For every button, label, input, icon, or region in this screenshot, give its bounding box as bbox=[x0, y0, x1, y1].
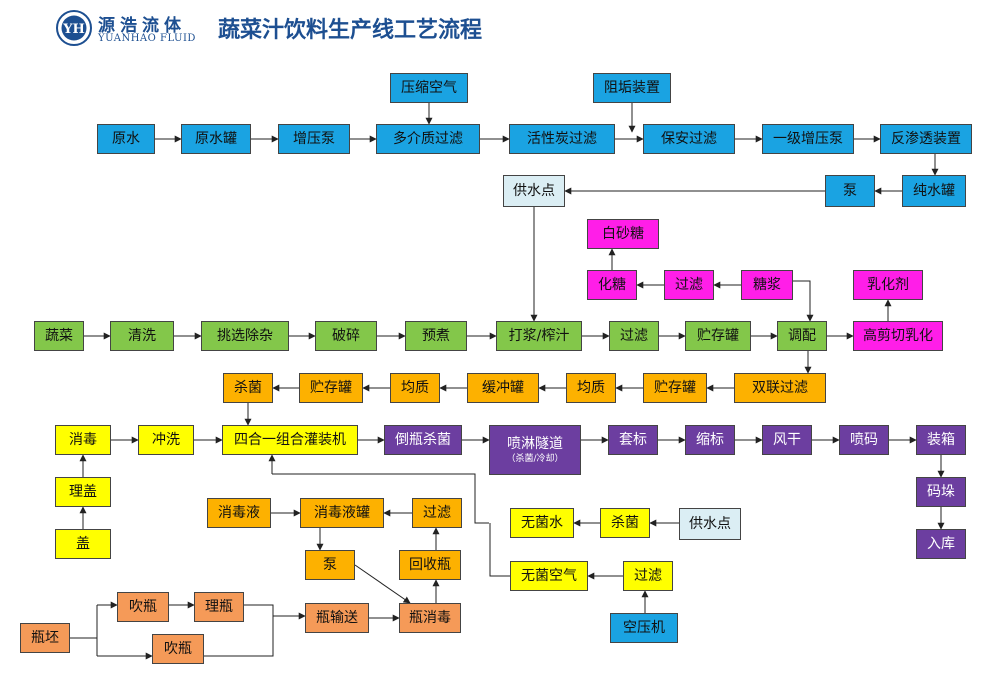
flow-line bbox=[489, 523, 510, 577]
node-sorting: 挑选除杂 bbox=[201, 321, 289, 351]
node-white-sugar: 白砂糖 bbox=[587, 219, 659, 249]
node-booster-pump: 增压泵 bbox=[278, 124, 350, 154]
flow-arrow bbox=[793, 280, 814, 322]
node-supply-point: 供水点 bbox=[503, 175, 565, 207]
node-palletizing: 码垛 bbox=[916, 477, 966, 507]
logo-subtitle: YUANHAO FLUID bbox=[98, 33, 196, 44]
node-crushing: 破碎 bbox=[315, 321, 377, 351]
node-sugar-melting: 化糖 bbox=[587, 270, 637, 300]
node-recycle-bottle: 回收瓶 bbox=[399, 550, 461, 580]
node-water-pump: 泵 bbox=[825, 175, 875, 207]
node-sugar-filter: 过滤 bbox=[664, 270, 714, 300]
node-warehouse: 入库 bbox=[916, 529, 966, 559]
node-air-filter: 过滤 bbox=[623, 561, 673, 591]
node-bottle-sorting: 理瓶 bbox=[194, 592, 244, 622]
node-syrup: 糖浆 bbox=[741, 270, 793, 300]
node-disinfectant: 消毒液 bbox=[207, 498, 271, 528]
node-air-dry: 风干 bbox=[762, 425, 812, 455]
node-preform: 瓶坯 bbox=[20, 623, 70, 653]
node-sterile-water: 无菌水 bbox=[510, 508, 574, 538]
node-duplex-filter: 双联过滤 bbox=[734, 373, 826, 403]
node-raw-water: 原水 bbox=[97, 124, 155, 154]
node-invert-sterilize: 倒瓶杀菌 bbox=[384, 425, 462, 455]
node-disinfect-pump: 泵 bbox=[305, 550, 355, 580]
page-title: 蔬菜汁饮料生产线工艺流程 bbox=[218, 18, 483, 43]
node-cap-sorting: 理盖 bbox=[55, 477, 111, 507]
node-blow-bottle-1: 吹瓶 bbox=[117, 592, 169, 622]
flow-arrow bbox=[354, 564, 411, 604]
node-homogenize-2: 均质 bbox=[566, 373, 616, 403]
logo-mark-icon: YH bbox=[56, 10, 92, 46]
node-blow-bottle-2: 吹瓶 bbox=[152, 634, 204, 664]
company-logo: YH 源浩流体 YUANHAO FLUID bbox=[54, 10, 204, 46]
node-ro-unit: 反渗透装置 bbox=[880, 124, 972, 154]
node-scale-inhibitor: 阻垢装置 bbox=[593, 73, 671, 103]
node-juice-filter: 过滤 bbox=[609, 321, 659, 351]
node-sterilize-2: 杀菌 bbox=[600, 508, 650, 538]
logo-mark-letters: YH bbox=[62, 22, 85, 37]
node-sleeve-label: 套标 bbox=[608, 425, 658, 455]
node-precooking: 预煮 bbox=[405, 321, 467, 351]
node-disinfectant-tank: 消毒液罐 bbox=[300, 498, 384, 528]
node-rinse: 冲洗 bbox=[138, 425, 194, 455]
logo-text: 源浩流体 bbox=[98, 16, 186, 36]
node-disinfect-cap: 消毒 bbox=[55, 425, 111, 455]
node-coding: 喷码 bbox=[839, 425, 889, 455]
node-supply-point-2: 供水点 bbox=[679, 508, 741, 540]
spray-tunnel-note: （杀菌/冷却） bbox=[506, 453, 564, 464]
node-boxing: 装箱 bbox=[916, 425, 966, 455]
node-spray-tunnel: 喷淋隧道 （杀菌/冷却） bbox=[489, 425, 581, 475]
node-juice-storage: 贮存罐 bbox=[685, 321, 751, 351]
node-recycle-filter: 过滤 bbox=[412, 498, 462, 528]
node-storage-2: 贮存罐 bbox=[299, 373, 363, 403]
node-security-filter: 保安过滤 bbox=[643, 124, 735, 154]
node-stage1-pump: 一级增压泵 bbox=[762, 124, 854, 154]
flow-line bbox=[204, 604, 274, 657]
node-shrink-label: 缩标 bbox=[685, 425, 735, 455]
node-sterile-air: 无菌空气 bbox=[510, 561, 588, 591]
node-bottle-conveying: 瓶输送 bbox=[305, 603, 369, 633]
node-compressed-air: 压缩空气 bbox=[390, 73, 468, 103]
node-homogenize-1: 均质 bbox=[390, 373, 440, 403]
node-storage-3: 贮存罐 bbox=[643, 373, 707, 403]
node-raw-water-tank: 原水罐 bbox=[181, 124, 251, 154]
node-emulsifier: 乳化剂 bbox=[853, 270, 923, 300]
node-high-shear-emulsifier: 高剪切乳化 bbox=[853, 321, 943, 351]
node-sterilize-1: 杀菌 bbox=[223, 373, 273, 403]
node-air-compressor: 空压机 bbox=[610, 613, 678, 643]
node-pulping: 打浆/榨汁 bbox=[496, 321, 582, 351]
node-multimedia-filter: 多介质过滤 bbox=[376, 124, 480, 154]
node-buffer-tank: 缓冲罐 bbox=[467, 373, 539, 403]
spray-tunnel-label: 喷淋隧道 bbox=[507, 435, 563, 452]
node-vegetables: 蔬菜 bbox=[34, 321, 84, 351]
node-washing: 清洗 bbox=[110, 321, 174, 351]
node-filling-machine: 四合一组合灌装机 bbox=[222, 425, 358, 455]
node-blending: 调配 bbox=[777, 321, 827, 351]
node-caps: 盖 bbox=[55, 529, 111, 559]
node-carbon-filter: 活性炭过滤 bbox=[509, 124, 615, 154]
node-bottle-disinfect: 瓶消毒 bbox=[399, 603, 461, 633]
flow-line bbox=[272, 473, 489, 524]
node-pure-water-tank: 纯水罐 bbox=[902, 175, 966, 207]
